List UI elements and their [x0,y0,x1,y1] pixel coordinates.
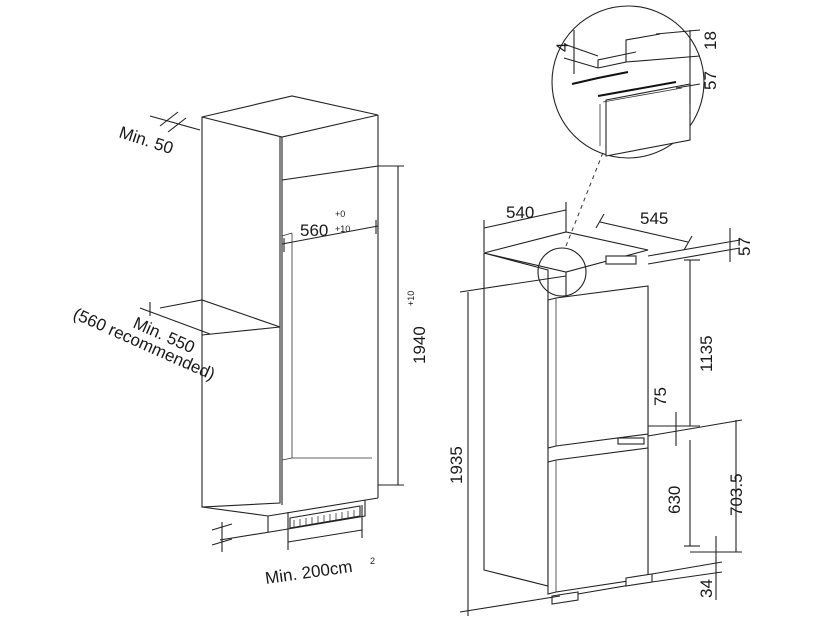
lower-door-label: 630 [665,486,684,514]
niche-width-label: 560 [300,221,328,240]
upper-door-label: 1135 [697,335,716,372]
niche-height-label: 1940 [410,326,429,364]
vent-label: Min. 200cm [264,557,354,588]
appliance: 540 545 57 1135 75 630 703.5 34 [447,149,754,616]
vent-grille [289,505,361,529]
appliance-depth-label: 545 [640,209,668,228]
vent-unit-sup: 2 [370,556,375,566]
detail-4-label: 4 [553,43,572,52]
niche-cabinet: Min. 50 560 +0 +10 1940 +10 Min. 550 (56… [70,95,429,588]
foot-label: 34 [697,579,716,598]
lower-total-label: 703.5 [727,473,746,516]
niche-height-tol: +10 [406,291,416,306]
detail-magnifier: 4 18 57 [551,5,720,159]
niche-width-tol-plus: +0 [335,209,345,219]
detail-57-label: 57 [701,71,720,90]
appliance-width-label: 540 [506,203,534,222]
gap-label: 75 [651,387,670,406]
top-offset-label: 57 [735,237,754,256]
min-50-label: Min. 50 [117,123,176,158]
detail-18-label: 18 [701,31,720,50]
niche-width-tol-minus: +10 [335,224,350,234]
total-height-label: 1935 [447,446,466,484]
